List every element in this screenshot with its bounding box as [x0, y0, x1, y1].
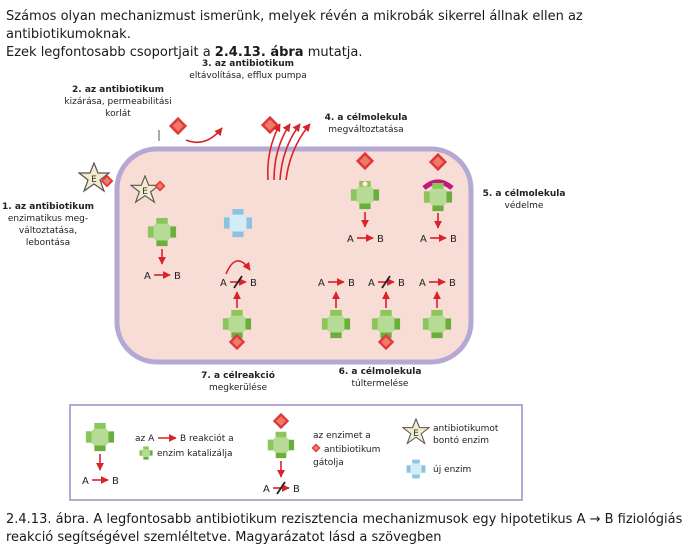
- deflect-arrow: [185, 127, 223, 144]
- label-2-line2: kizárása, permeabilitási: [64, 97, 171, 107]
- label-6-line1: 6. a célmolekula: [339, 366, 422, 377]
- legend-inhib-line3: gátolja: [313, 458, 344, 468]
- label-6-line2: túltermelése: [352, 378, 409, 389]
- label-2-line3: korlát: [105, 109, 131, 119]
- legend-rxn-post: B reakciót a: [180, 433, 234, 444]
- efflux-pump-arrows: [266, 123, 311, 181]
- block-mark: [276, 481, 286, 495]
- substrate-a: A: [263, 484, 270, 495]
- substrate-a: A: [420, 234, 427, 245]
- label-1-line4: lebontása: [26, 238, 70, 248]
- legend-inhib-line1: az enzimet a: [313, 431, 371, 441]
- block-mark: [381, 275, 391, 289]
- label-7-line1: 7. a célreakció: [201, 370, 275, 381]
- caption-line1: 2.4.13. ábra. A legfontosabb antibiotiku…: [6, 512, 683, 527]
- legend-new-enzyme: új enzim: [433, 465, 471, 475]
- label-5-line1: 5. a célmolekula: [483, 188, 566, 199]
- product-b: B: [112, 476, 119, 487]
- bypass-arrow: [225, 260, 251, 275]
- mechanism-3-labels: 3. az antibiotikum eltávolítása, efflux …: [189, 59, 306, 81]
- label-1-line3: változtatása,: [19, 226, 77, 236]
- figure-caption: 2.4.13. ábra. A legfontosabb antibiotiku…: [6, 511, 690, 547]
- product-b: B: [450, 234, 457, 245]
- legend-rxn-pre: az A: [135, 434, 155, 444]
- enzyme-letter: E: [142, 187, 148, 197]
- substrate-a: A: [368, 278, 375, 289]
- label-4-line1: 4. a célmolekula: [325, 112, 408, 123]
- substrate-a: A: [82, 476, 89, 487]
- overproduction-group: A B A B A B: [318, 275, 456, 351]
- block-mark: [233, 275, 243, 289]
- intro-figure-ref: 2.4.13. ábra: [214, 45, 304, 60]
- mechanism-5-labels: 5. a célmolekula védelme: [483, 188, 566, 211]
- label-1-line1: 1. az antibiotikum: [2, 202, 94, 212]
- mechanism-7-labels: 7. a célreakció megkerülése: [201, 370, 275, 393]
- label-2-line1: 2. az antibiotikum: [72, 85, 164, 95]
- label-1-line2: enzimatikus meg-: [8, 214, 88, 224]
- product-b: B: [398, 278, 405, 289]
- legend-abenz-line2: bontó enzim: [433, 435, 489, 446]
- substrate-a: A: [419, 278, 426, 289]
- intro-line2-post: mutatja.: [303, 45, 363, 60]
- protector-protein: [422, 179, 454, 190]
- legend-inhib-line2: antibiotikum: [324, 445, 380, 455]
- product-b: B: [250, 278, 257, 289]
- intro-line2-pre: Ezek legfontosabb csoportjait a: [6, 45, 215, 60]
- substrate-a: A: [220, 278, 227, 289]
- legend-box: A B az A B reakciót a enzim katalizálja …: [69, 404, 523, 501]
- product-b: B: [449, 278, 456, 289]
- product-b: B: [377, 234, 384, 245]
- mechanism-2-labels: 2. az antibiotikum kizárása, permeabilit…: [64, 85, 171, 119]
- substrate-a: A: [347, 234, 354, 245]
- antibiotic-icon: [168, 116, 188, 136]
- enzyme-letter: E: [413, 429, 419, 439]
- product-b: B: [348, 278, 355, 289]
- intro-line1: Számos olyan mechanizmust ismerünk, mely…: [6, 9, 583, 42]
- mechanism-1-labels: 1. az antibiotikum enzimatikus meg- vált…: [2, 202, 94, 248]
- mechanism-6-labels: 6. a célmolekula túltermelése: [339, 366, 422, 389]
- product-b: B: [174, 271, 181, 282]
- modified-site: [361, 180, 369, 188]
- label-3-line2: eltávolítása, efflux pumpa: [189, 71, 306, 81]
- substrate-a: A: [318, 278, 325, 289]
- enzyme-letter: E: [91, 175, 97, 185]
- label-3-line1: 3. az antibiotikum: [202, 59, 294, 69]
- substrate-a: A: [144, 271, 151, 282]
- legend-rxn-line2: enzim katalizálja: [157, 449, 232, 459]
- label-5-line2: védelme: [505, 200, 544, 211]
- label-7-line2: megkerülése: [209, 382, 268, 393]
- product-b: B: [293, 484, 300, 495]
- mechanism-4-labels: 4. a célmolekula megváltoztatása: [325, 112, 408, 135]
- intro-text: Számos olyan mechanizmust ismerünk, mely…: [6, 8, 690, 62]
- caption-line2: reakció segítségével szemléltetve. Magya…: [6, 530, 442, 545]
- cell-membrane: [114, 146, 474, 365]
- label-4-line2: megváltoztatása: [328, 125, 403, 135]
- legend-abenz-line1: antibiotikumot: [433, 424, 499, 434]
